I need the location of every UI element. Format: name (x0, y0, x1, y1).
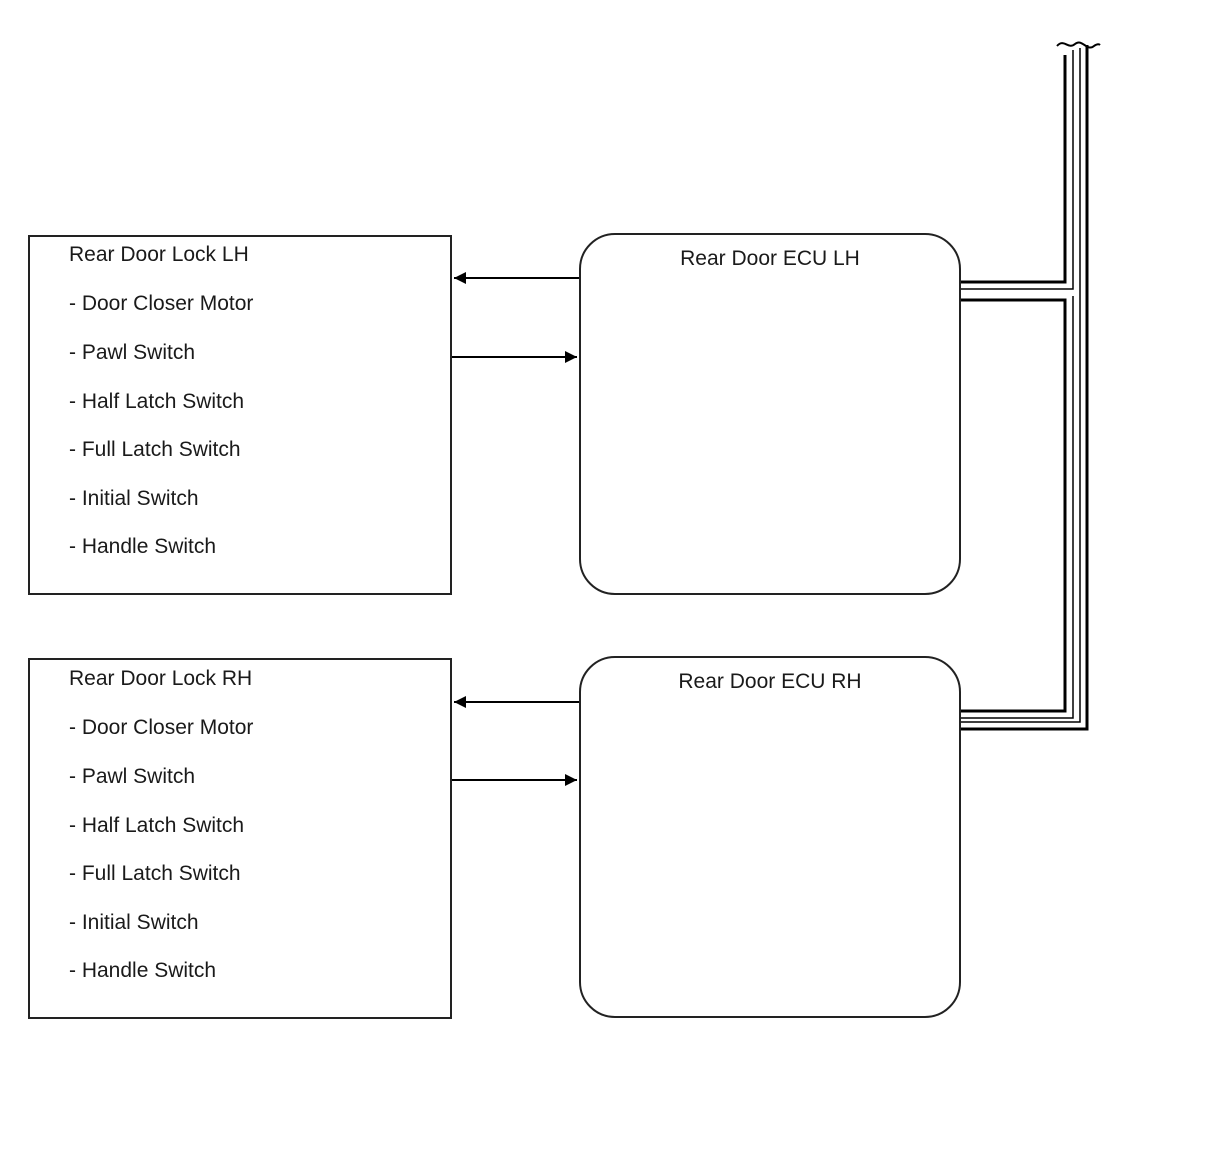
lock-rh-item-half-latch-switch: - Half Latch Switch (69, 814, 245, 837)
rear-door-lock-rh-box: Rear Door Lock RH - Door Closer Motor - … (28, 658, 452, 1019)
lock-lh-item-initial-switch: - Initial Switch (69, 487, 199, 510)
lock-rh-item-initial-switch: - Initial Switch (69, 911, 199, 934)
lock-lh-item-full-latch-switch: - Full Latch Switch (69, 438, 241, 461)
lock-rh-item-handle-switch: - Handle Switch (69, 959, 217, 982)
bus-continuation-break-icon (1056, 41, 1101, 49)
rear-door-lock-rh-title: Rear Door Lock RH (69, 667, 253, 690)
lock-lh-item-pawl-switch: - Pawl Switch (69, 341, 196, 364)
rear-door-lock-lh-box: Rear Door Lock LH - Door Closer Motor - … (28, 235, 452, 595)
rear-door-lock-lh-title: Rear Door Lock LH (69, 243, 249, 266)
rear-door-ecu-rh-box: Rear Door ECU RH (579, 656, 961, 1018)
lock-rh-item-full-latch-switch: - Full Latch Switch (69, 862, 241, 885)
rear-door-ecu-lh-title: Rear Door ECU LH (680, 247, 860, 270)
rear-door-ecu-rh-title: Rear Door ECU RH (678, 670, 862, 693)
lock-rh-item-pawl-switch: - Pawl Switch (69, 765, 196, 788)
lock-lh-item-door-closer-motor: - Door Closer Motor (69, 292, 254, 315)
lock-lh-item-handle-switch: - Handle Switch (69, 535, 217, 558)
lock-rh-item-door-closer-motor: - Door Closer Motor (69, 716, 254, 739)
lock-lh-item-half-latch-switch: - Half Latch Switch (69, 390, 245, 413)
rear-door-ecu-lh-box: Rear Door ECU LH (579, 233, 961, 595)
communication-bus (961, 45, 1089, 731)
